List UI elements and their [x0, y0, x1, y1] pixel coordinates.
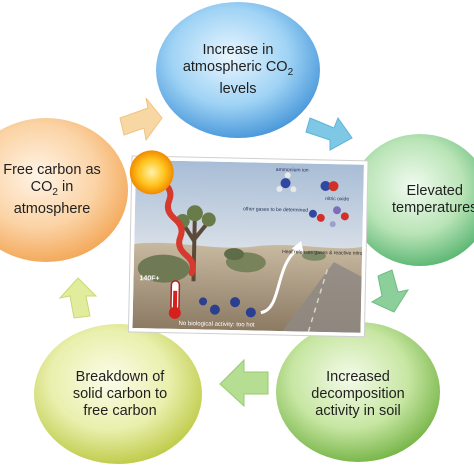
arrow-bottom-right-to-bottom-left	[219, 358, 269, 408]
label-nitric-oxide: nitric oxide	[325, 196, 349, 203]
molecule	[245, 307, 256, 318]
arrow-left-to-top	[119, 97, 163, 142]
node-top-label: Increase in atmospheric CO2 levels	[182, 42, 294, 97]
molecule	[199, 297, 208, 306]
node-right-bubble	[350, 134, 474, 266]
label-other-gases: other gases to be determined	[243, 206, 308, 213]
ammonium-molecule	[280, 178, 291, 189]
node-top-bubble	[156, 2, 320, 138]
molecule	[230, 297, 241, 308]
road	[282, 262, 362, 333]
label-heat-release: Heat releases gases & reactive nitrogen …	[282, 249, 390, 257]
central-photo: ammonium ion nitric oxide other gases to…	[127, 150, 390, 338]
node-right-label: Elevated temperatures	[392, 183, 474, 216]
node-left-bubble	[0, 118, 128, 262]
node-bottom-left-bubble	[34, 324, 202, 464]
arrow-right-to-bottom-right	[370, 269, 410, 313]
gas-release-arrow	[260, 246, 302, 315]
node-bottom-right-label: Increased decomposition activity in soil	[311, 368, 405, 419]
arrow-bottom-left-to-left	[58, 277, 98, 319]
node-bottom-left-label: Breakdown of solid carbon to free carbon	[72, 368, 168, 419]
no-activity-label: No biological activity: too hot	[179, 321, 255, 329]
node-bottom-right-bubble	[276, 322, 440, 462]
arrow-top-to-right	[305, 116, 353, 151]
temperature-label: 140F+	[139, 275, 159, 282]
heat-wave	[160, 179, 196, 277]
nitric-oxide-molecule	[320, 180, 331, 191]
molecule	[209, 304, 220, 315]
sun-icon	[129, 150, 174, 195]
label-ammonium: ammonium ion	[276, 167, 309, 174]
node-left-label: Free carbon as CO2 in atmosphere	[3, 162, 101, 217]
